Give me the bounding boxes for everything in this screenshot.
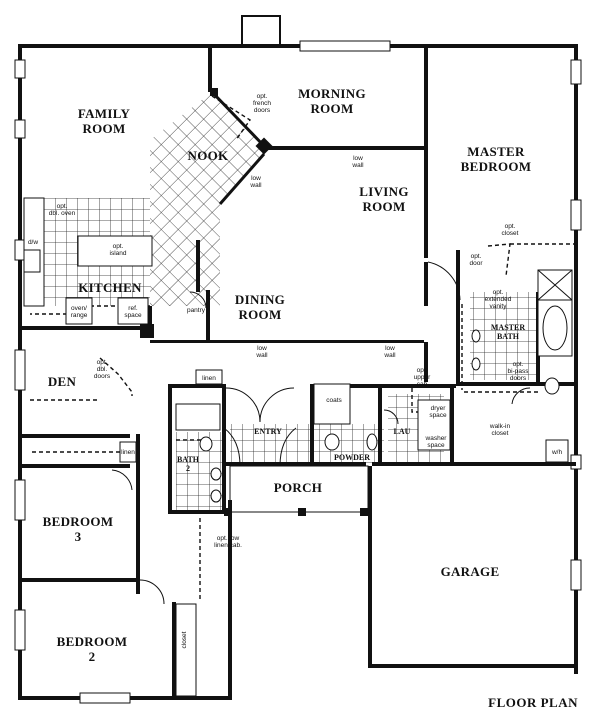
master-bath-tile-floor	[470, 292, 536, 380]
note-opt-dbl-oven: opt.dbl. oven	[49, 203, 76, 217]
nook-tile-floor	[150, 92, 266, 306]
interior-walls	[18, 48, 576, 700]
chimney	[241, 15, 281, 47]
note-opt-closet: opt.closet	[502, 223, 519, 237]
nook-label: NOOK	[188, 148, 230, 163]
note-opt-door: opt.door	[469, 253, 483, 267]
kitchen-island	[77, 235, 153, 267]
entry-label: ENTRY	[254, 427, 282, 436]
note-ref-space: ref.space	[124, 305, 142, 319]
porch-label: PORCH	[274, 480, 322, 495]
note-coats: coats	[326, 397, 342, 404]
note-dw: d/w	[28, 239, 38, 246]
note-closet-bed2: closet	[181, 631, 188, 648]
note-oven-range: oven/range	[71, 305, 88, 319]
door-swings	[111, 261, 531, 605]
window-marks	[14, 40, 582, 704]
note-opt-island: opt.island	[110, 243, 127, 257]
entry-tile-floor	[230, 424, 310, 464]
den-label: DEN	[48, 374, 77, 389]
note-pantry: pantry	[187, 307, 206, 314]
note-linen-hall: linen	[121, 449, 135, 456]
powder-label: POWDER	[334, 453, 370, 462]
note-linen-bath: linen	[202, 375, 216, 382]
kitchen-label: KITCHEN	[78, 280, 142, 295]
garage-label: GARAGE	[441, 564, 500, 579]
floor-plan-caption: FLOOR PLAN	[488, 695, 578, 710]
note-wh: w/h	[551, 449, 563, 456]
lau-label: LAU	[394, 427, 411, 436]
note-opt-dbl-doors: opt.dbl.doors	[94, 359, 111, 380]
porch-outline	[229, 465, 369, 513]
